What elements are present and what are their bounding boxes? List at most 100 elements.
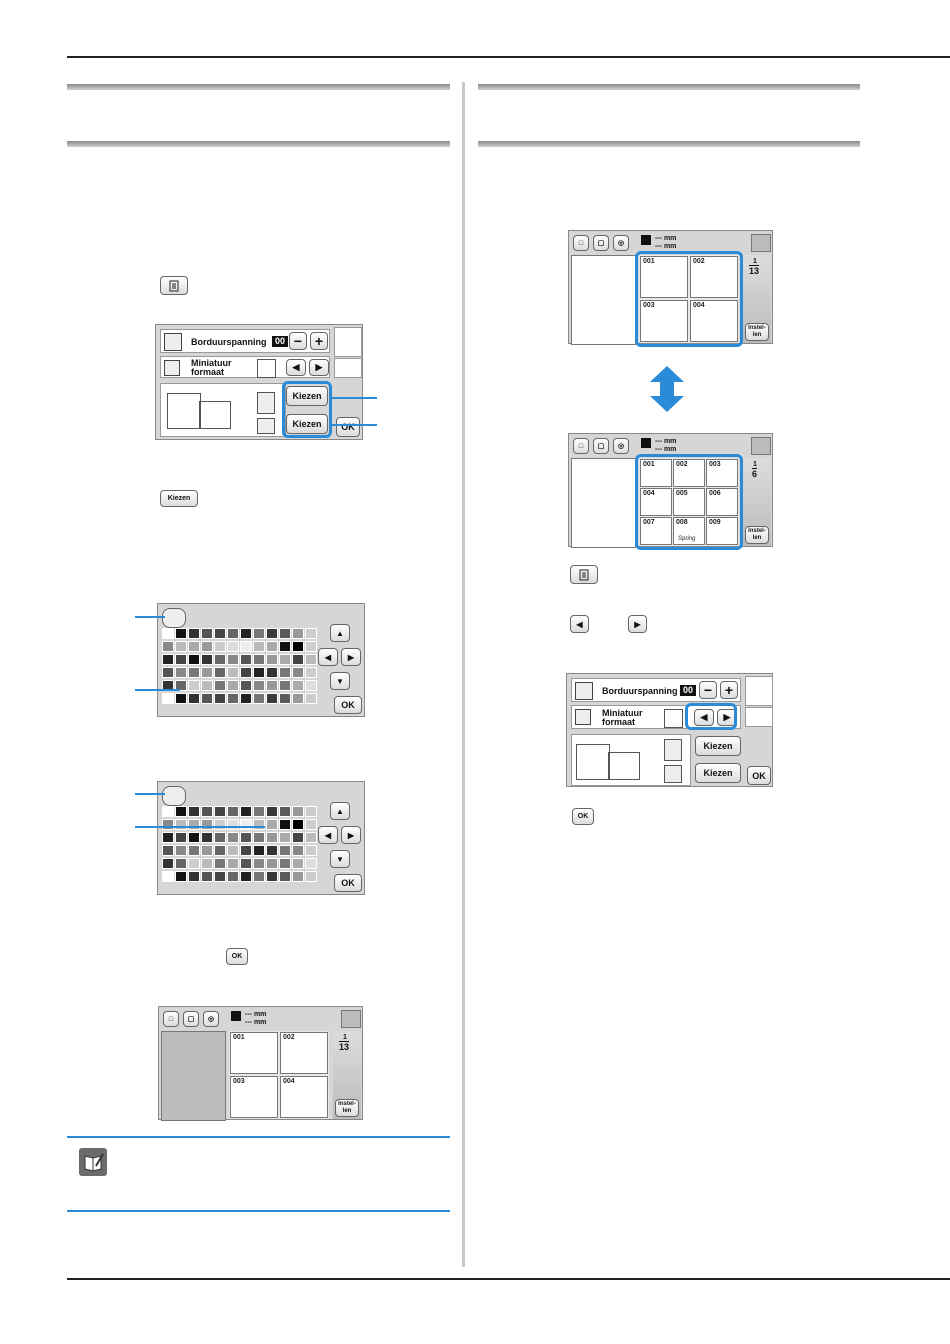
- color-swatch[interactable]: [162, 832, 174, 843]
- color-swatch[interactable]: [266, 858, 278, 869]
- embroidery-mode-icon[interactable]: [341, 1010, 361, 1028]
- choose-button-1[interactable]: Kiezen: [286, 386, 328, 406]
- color-swatch[interactable]: [175, 819, 187, 830]
- thumb-004[interactable]: 004: [690, 300, 738, 342]
- color-swatch[interactable]: [240, 806, 252, 817]
- thumb-item[interactable]: 003: [706, 459, 738, 487]
- color-swatch[interactable]: [175, 667, 187, 678]
- inline-left-arrow-button[interactable]: ◀: [570, 615, 589, 633]
- left-arrow-button[interactable]: ◀: [318, 826, 338, 844]
- color-swatch[interactable]: [162, 819, 174, 830]
- color-swatch[interactable]: [201, 819, 213, 830]
- tension-minus-button[interactable]: −: [699, 681, 717, 699]
- document-icon-button-2[interactable]: [570, 565, 598, 584]
- color-swatch[interactable]: [175, 845, 187, 856]
- color-swatch[interactable]: [240, 680, 252, 691]
- color-swatch[interactable]: [214, 693, 226, 704]
- thumb-003[interactable]: 003: [230, 1076, 278, 1118]
- color-swatch[interactable]: [279, 654, 291, 665]
- color-swatch[interactable]: [227, 693, 239, 704]
- color-swatch[interactable]: [240, 871, 252, 882]
- thumb-001[interactable]: 001: [640, 256, 688, 298]
- hoop-icon[interactable]: ◎: [613, 438, 629, 454]
- color-swatch[interactable]: [266, 680, 278, 691]
- color-swatch[interactable]: [279, 845, 291, 856]
- color-swatch[interactable]: [227, 680, 239, 691]
- color-swatch[interactable]: [188, 628, 200, 639]
- color-swatch[interactable]: [175, 680, 187, 691]
- up-arrow-button[interactable]: ▲: [330, 802, 350, 820]
- color-swatch[interactable]: [227, 871, 239, 882]
- color-swatch[interactable]: [240, 667, 252, 678]
- set-button[interactable]: Instel- len: [745, 526, 769, 544]
- color-swatch[interactable]: [292, 680, 304, 691]
- ok-button[interactable]: OK: [334, 696, 362, 714]
- thumb-item[interactable]: 007: [640, 517, 672, 545]
- color-swatch[interactable]: [266, 832, 278, 843]
- color-swatch[interactable]: [188, 858, 200, 869]
- color-swatch[interactable]: [201, 667, 213, 678]
- thumb-003[interactable]: 003: [640, 300, 688, 342]
- set-button[interactable]: Instel- len: [335, 1099, 359, 1117]
- color-swatch[interactable]: [266, 871, 278, 882]
- color-swatch[interactable]: [175, 832, 187, 843]
- color-swatch[interactable]: [214, 628, 226, 639]
- color-swatch[interactable]: [227, 641, 239, 652]
- color-swatch[interactable]: [279, 628, 291, 639]
- color-swatch[interactable]: [253, 641, 265, 652]
- color-swatch[interactable]: [162, 628, 174, 639]
- down-arrow-button[interactable]: ▼: [330, 850, 350, 868]
- color-swatch[interactable]: [201, 806, 213, 817]
- color-swatch[interactable]: [266, 654, 278, 665]
- color-swatch[interactable]: [253, 845, 265, 856]
- color-swatch[interactable]: [175, 858, 187, 869]
- color-swatch[interactable]: [253, 806, 265, 817]
- color-swatch[interactable]: [292, 693, 304, 704]
- ok-button[interactable]: OK: [336, 417, 360, 437]
- color-swatch[interactable]: [279, 693, 291, 704]
- color-swatch[interactable]: [214, 667, 226, 678]
- thumb-004[interactable]: 004: [280, 1076, 328, 1118]
- color-swatch[interactable]: [279, 641, 291, 652]
- color-swatch[interactable]: [201, 845, 213, 856]
- color-swatch[interactable]: [201, 871, 213, 882]
- color-swatch[interactable]: [214, 819, 226, 830]
- color-swatch[interactable]: [240, 693, 252, 704]
- frame-icon-1[interactable]: □: [573, 438, 589, 454]
- color-swatch[interactable]: [305, 845, 317, 856]
- thumb-002[interactable]: 002: [690, 256, 738, 298]
- left-arrow-button[interactable]: ◀: [318, 648, 338, 666]
- color-swatch[interactable]: [292, 806, 304, 817]
- right-arrow-button[interactable]: ▶: [341, 826, 361, 844]
- frame-icon-1[interactable]: □: [163, 1011, 179, 1027]
- color-swatch[interactable]: [253, 628, 265, 639]
- color-swatch[interactable]: [214, 654, 226, 665]
- prev-arrow-button[interactable]: ◀: [694, 709, 714, 726]
- color-swatch[interactable]: [266, 806, 278, 817]
- color-swatch[interactable]: [305, 693, 317, 704]
- color-swatch[interactable]: [188, 680, 200, 691]
- color-swatch[interactable]: [175, 641, 187, 652]
- color-swatch[interactable]: [253, 667, 265, 678]
- color-swatch[interactable]: [162, 693, 174, 704]
- tension-minus-button[interactable]: −: [289, 332, 307, 350]
- color-swatch[interactable]: [253, 858, 265, 869]
- color-swatch[interactable]: [227, 832, 239, 843]
- color-swatch[interactable]: [305, 806, 317, 817]
- color-swatch[interactable]: [227, 667, 239, 678]
- color-swatch[interactable]: [227, 806, 239, 817]
- color-swatch[interactable]: [227, 845, 239, 856]
- color-swatch[interactable]: [214, 858, 226, 869]
- color-swatch[interactable]: [279, 832, 291, 843]
- tension-plus-button[interactable]: +: [310, 332, 328, 350]
- color-swatch[interactable]: [305, 667, 317, 678]
- hoop-icon[interactable]: ◎: [203, 1011, 219, 1027]
- color-swatch[interactable]: [292, 871, 304, 882]
- set-button[interactable]: Instel- len: [745, 323, 769, 341]
- frame-icon-2[interactable]: ▢: [183, 1011, 199, 1027]
- color-swatch[interactable]: [201, 832, 213, 843]
- color-swatch[interactable]: [240, 858, 252, 869]
- color-swatch[interactable]: [201, 654, 213, 665]
- color-swatch[interactable]: [305, 680, 317, 691]
- color-swatch[interactable]: [305, 832, 317, 843]
